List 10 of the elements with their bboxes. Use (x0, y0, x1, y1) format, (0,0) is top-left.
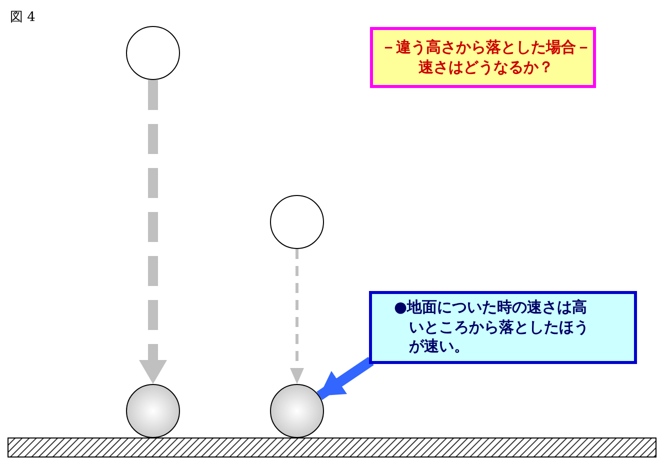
ball-outline (126, 26, 180, 80)
ball-outline (270, 195, 324, 249)
ball (270, 384, 324, 438)
arrow (316, 356, 374, 400)
arrow (139, 80, 167, 384)
arrow (290, 249, 304, 384)
question-box: －違う高さから落とした場合－速さはどうなるか？ (370, 27, 596, 88)
conclusion-box: ●地面についた時の速さは高いところから落としたほうが速い。 (369, 291, 637, 364)
ball (126, 384, 180, 438)
figure-number: 図 4 (10, 9, 36, 26)
